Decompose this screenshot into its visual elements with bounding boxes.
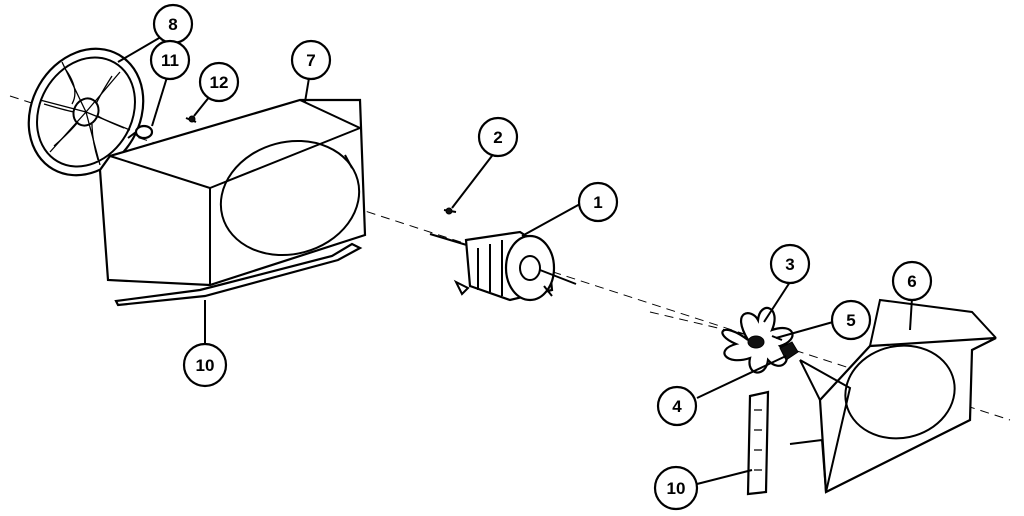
- leader-line-12: [193, 95, 211, 117]
- gasket-strip-part-10-left: [114, 242, 363, 307]
- leader-line-10b: [696, 469, 753, 485]
- screw-part-2: [443, 207, 457, 215]
- callout-10-left: 10: [182, 342, 228, 388]
- axis-line-fan: [649, 311, 791, 346]
- callout-8: 8: [152, 3, 194, 45]
- svg-text:7: 7: [306, 51, 315, 70]
- leader-line-6: [909, 297, 913, 331]
- leader-line-11: [151, 73, 169, 127]
- callout-1: 1: [577, 181, 619, 223]
- callout-10-right: 10: [653, 465, 699, 511]
- leader-line-4: [696, 355, 787, 399]
- screw-part-12: [185, 115, 197, 123]
- leader-line-3: [763, 281, 791, 323]
- svg-text:10: 10: [196, 356, 215, 375]
- callout-11: 11: [149, 39, 191, 81]
- callout-2: 2: [477, 116, 519, 158]
- svg-text:11: 11: [161, 51, 179, 70]
- svg-text:12: 12: [210, 73, 229, 92]
- gasket-strip-part-10-right: [746, 390, 770, 496]
- fan-blade-part-3: [721, 306, 794, 374]
- svg-text:3: 3: [785, 255, 794, 274]
- leader-line-2: [451, 147, 499, 209]
- callout-5: 5: [830, 299, 872, 341]
- fan-guard-part-8: [27, 47, 145, 177]
- svg-text:2: 2: [493, 128, 502, 147]
- leader-line-8: [117, 33, 167, 63]
- leader-line-1: [521, 203, 581, 237]
- svg-text:4: 4: [672, 397, 682, 416]
- motor-part-1: [429, 230, 577, 302]
- svg-text:1: 1: [593, 193, 602, 212]
- svg-text:6: 6: [907, 272, 916, 291]
- shroud-part-7: [98, 98, 367, 287]
- callout-6: 6: [891, 260, 933, 302]
- callout-12: 12: [198, 61, 240, 103]
- clip-part-11: [127, 124, 154, 140]
- callout-4: 4: [656, 385, 698, 427]
- fan-shroud-part-6: [789, 298, 997, 494]
- svg-text:5: 5: [846, 311, 855, 330]
- svg-text:10: 10: [667, 479, 686, 498]
- svg-text:8: 8: [168, 15, 177, 34]
- callout-7: 7: [290, 39, 332, 81]
- callout-3: 3: [769, 243, 811, 285]
- leader-line-5: [775, 321, 834, 339]
